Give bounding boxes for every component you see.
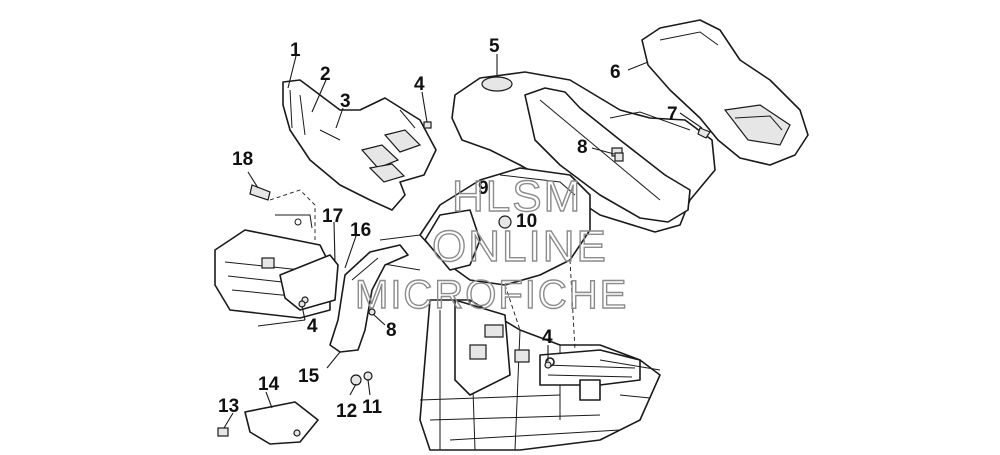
- callout-8-lower: 8: [386, 320, 397, 341]
- bolt-icon: [249, 184, 271, 201]
- callout-11: 11: [362, 397, 383, 418]
- callout-6: 6: [610, 62, 621, 83]
- callout-10: 10: [516, 211, 537, 232]
- rear-body: [359, 167, 591, 286]
- front-fender: [451, 71, 716, 233]
- callout-labels: 1 2 3 4 5 6 7 8 9 10 16 17 18 4 8 4 15 1…: [218, 36, 678, 422]
- callout-17: 17: [322, 206, 343, 227]
- nut-icon: [368, 308, 376, 316]
- washer-icon: [363, 371, 373, 381]
- callout-14: 14: [258, 374, 280, 395]
- watermark: HLSM ONLINE MICROFICHE: [354, 171, 628, 317]
- callout-4-frame: 4: [542, 327, 553, 348]
- watermark-line-2: ONLINE: [432, 222, 608, 271]
- callout-9: 9: [478, 178, 489, 199]
- callout-2: 2: [320, 64, 331, 85]
- callout-15: 15: [298, 366, 320, 387]
- clip-icon: [697, 127, 711, 139]
- guard-plate: [217, 401, 319, 445]
- callout-13: 13: [218, 396, 239, 417]
- hardware: [249, 121, 711, 386]
- callout-4-top: 4: [414, 74, 425, 95]
- callout-1: 1: [290, 40, 301, 61]
- mud-flap: [279, 244, 409, 353]
- screw-icon: [544, 361, 552, 369]
- nut-icon: [350, 374, 362, 386]
- screw-icon: [423, 121, 432, 129]
- footrest-tab: [261, 257, 275, 269]
- rear-cover: [641, 19, 809, 166]
- left-side-panel: [282, 79, 437, 211]
- nut-icon: [614, 152, 624, 162]
- callout-7: 7: [667, 104, 678, 125]
- watermark-line-1: HLSM: [452, 172, 582, 221]
- fender-cap-recess: [481, 76, 513, 92]
- watermark-line-3: MICROFICHE: [355, 273, 628, 317]
- plate-screw: [217, 427, 229, 437]
- callout-12: 12: [336, 401, 357, 422]
- callout-5: 5: [489, 36, 500, 57]
- callout-16: 16: [350, 220, 371, 241]
- frame-assembly: [419, 299, 661, 451]
- callout-8-top: 8: [577, 137, 588, 158]
- body-grommet: [498, 215, 512, 229]
- callout-4-left: 4: [307, 316, 318, 337]
- callout-18: 18: [232, 149, 253, 170]
- callout-3: 3: [340, 91, 351, 112]
- leader-lines: [223, 54, 703, 429]
